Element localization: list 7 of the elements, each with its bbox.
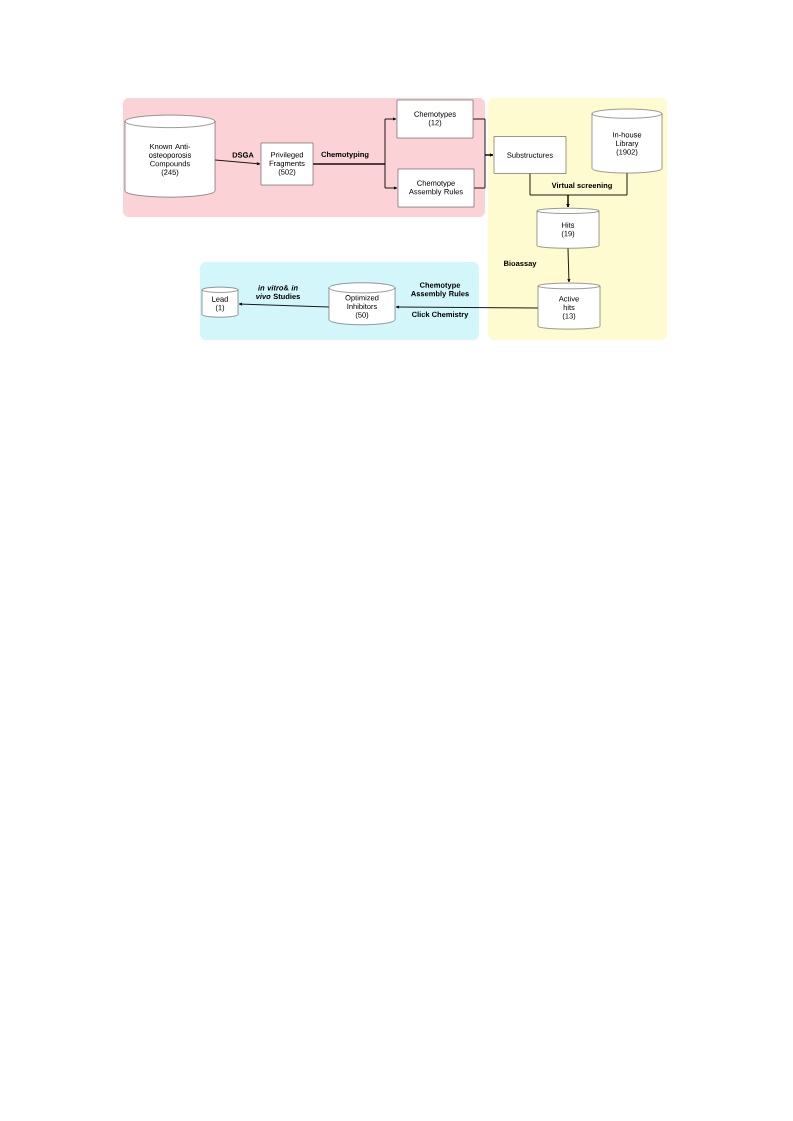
arrow <box>473 153 494 189</box>
arrow <box>238 302 330 308</box>
arrow <box>395 305 539 309</box>
arrow <box>567 248 571 283</box>
arrow <box>214 159 261 166</box>
arrow <box>566 172 628 208</box>
arrow <box>312 163 398 190</box>
